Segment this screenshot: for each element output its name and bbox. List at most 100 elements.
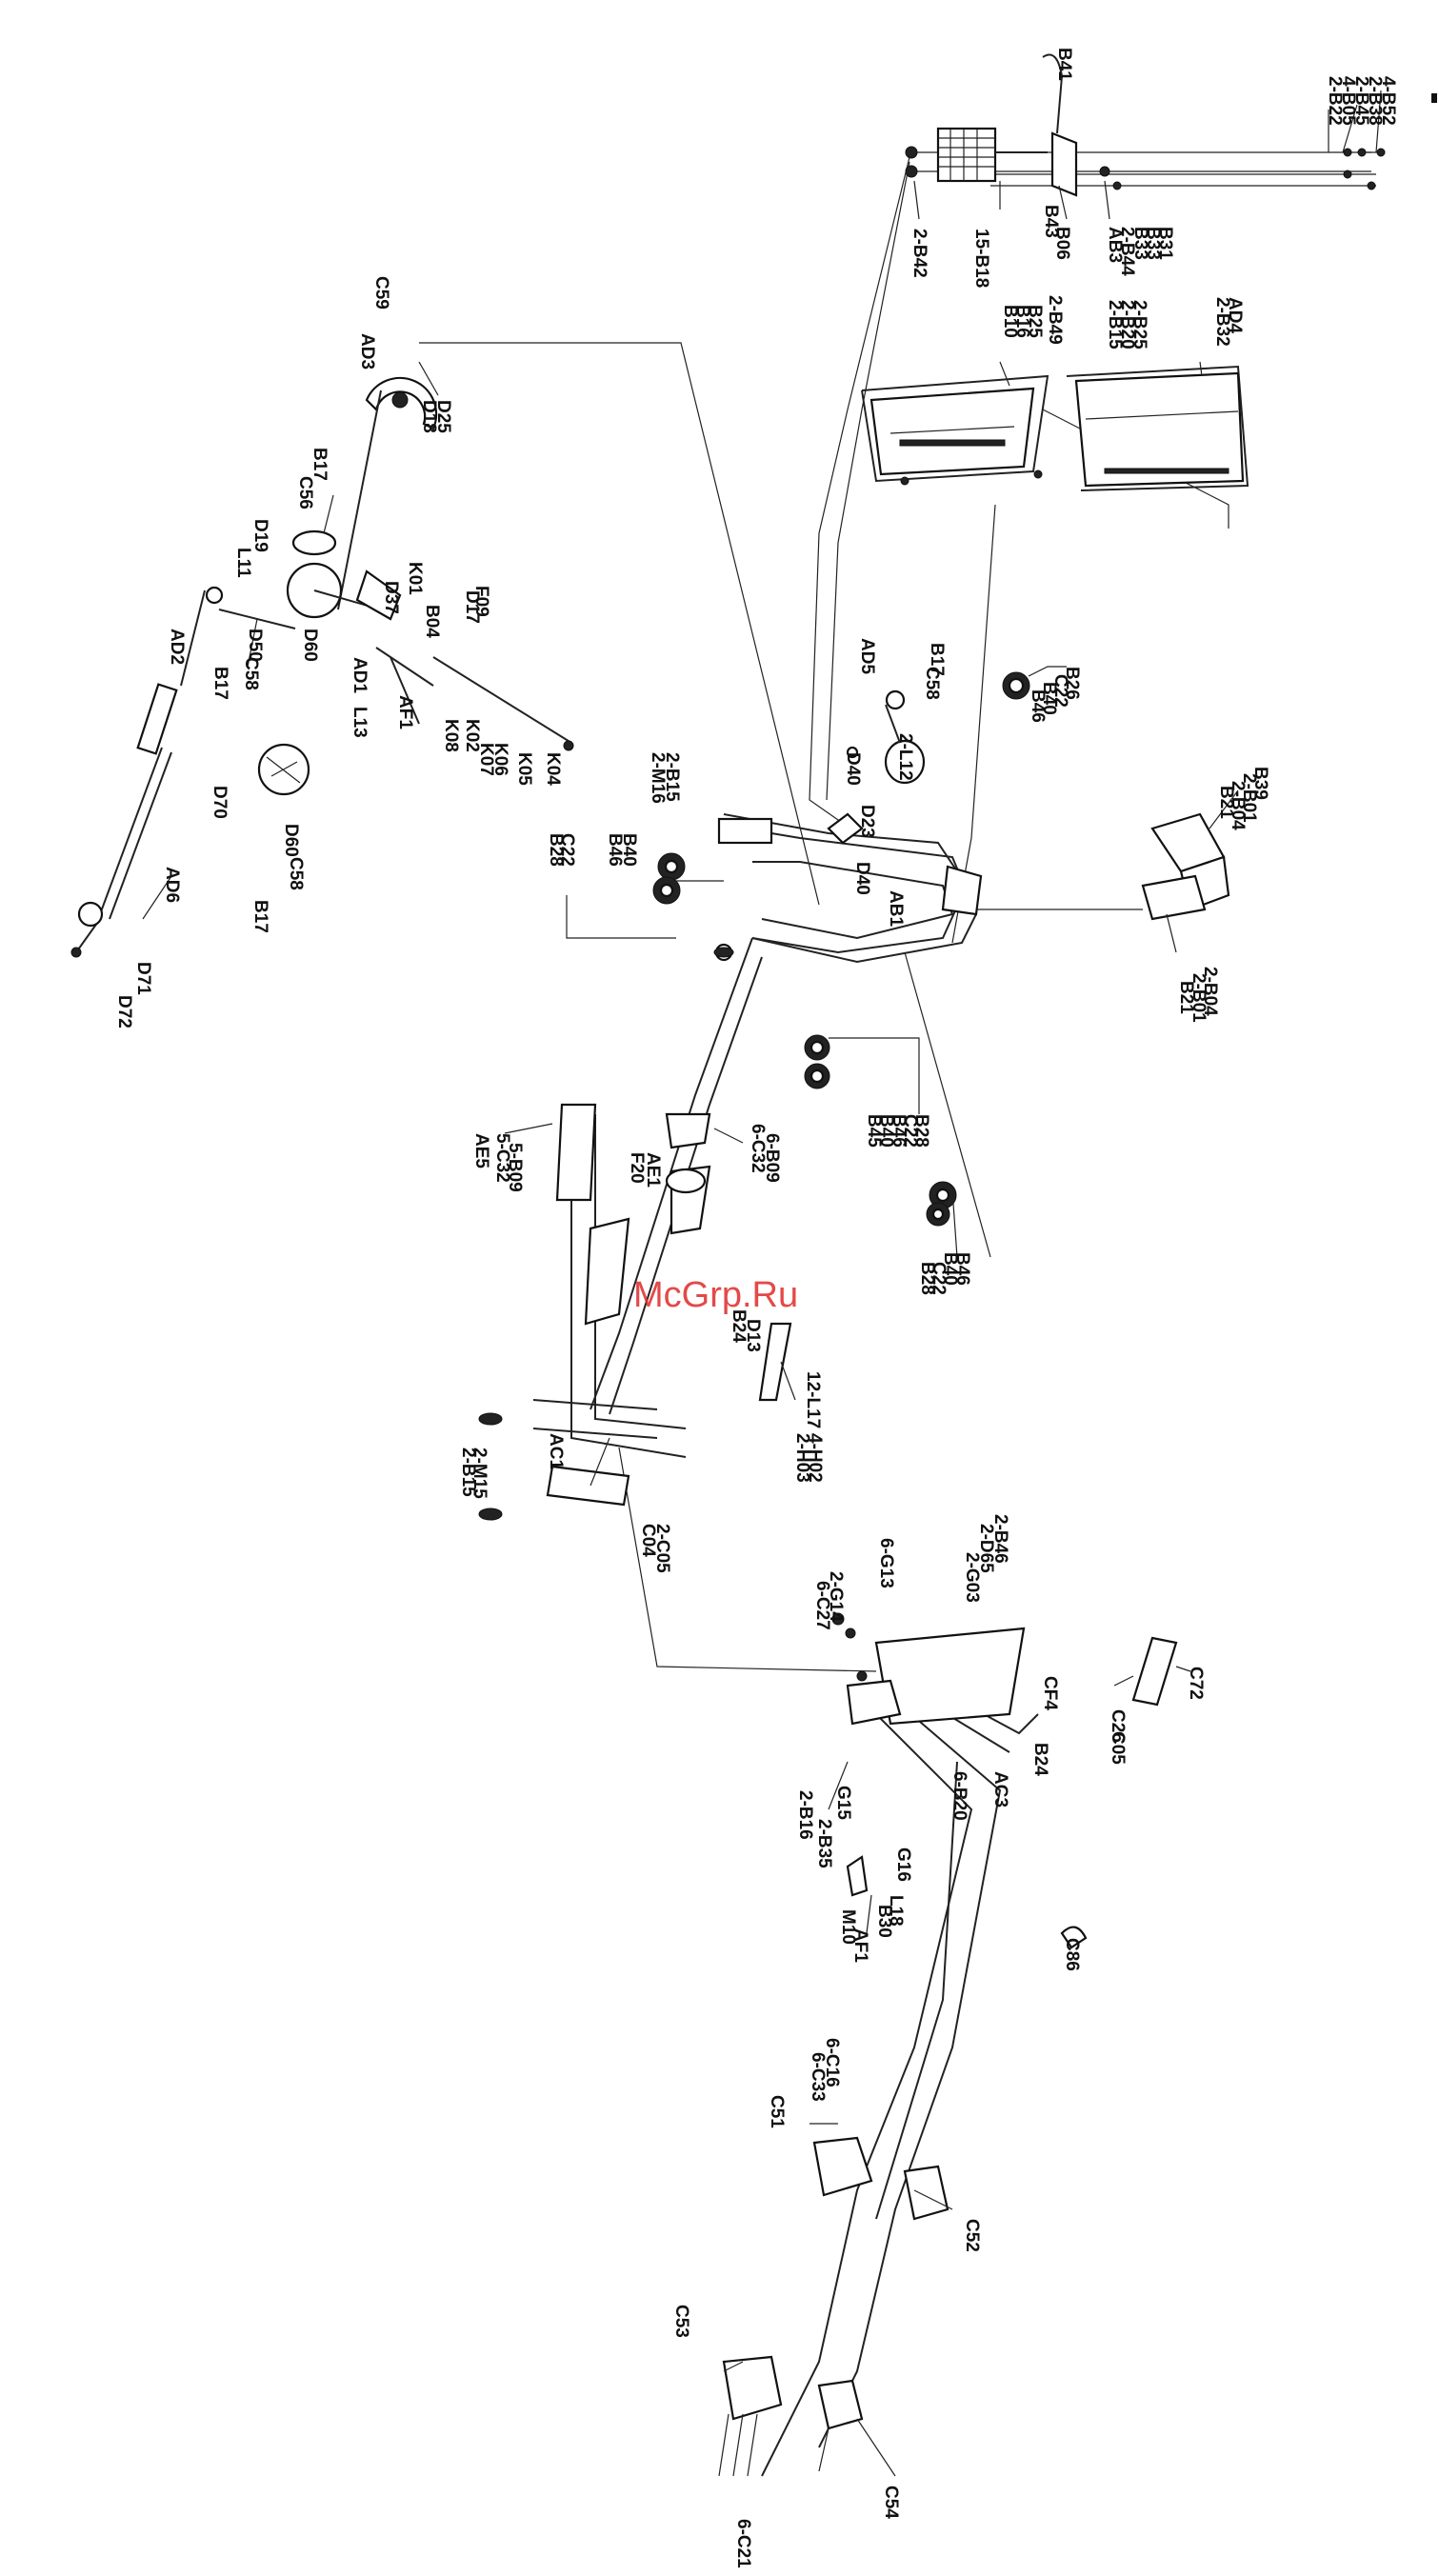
part-label: B26 (1062, 667, 1082, 700)
part-label: B16 (1012, 305, 1032, 338)
part-label: C26 (1108, 1709, 1128, 1743)
part-label: B04 (422, 605, 442, 638)
part-label: B40 (876, 1114, 896, 1148)
part-label: C52 (962, 2219, 982, 2252)
part-label: AE5 (471, 1133, 491, 1168)
part-label: 2-B22 (1325, 76, 1345, 126)
part-label: B17 (310, 448, 330, 481)
frame-lines (419, 151, 1376, 2477)
part-label: B43 (1041, 205, 1061, 238)
part-label: 2-B46 (990, 1514, 1010, 1564)
part-label: AC3 (990, 1771, 1010, 1807)
part-label: 2-B15 (662, 752, 682, 802)
part-label: 2-B45 (1351, 76, 1371, 126)
part-label: 6-G13 (876, 1538, 896, 1588)
part-label: G15 (833, 1786, 853, 1820)
part-label: B31 (1155, 227, 1175, 260)
part-label: 2-B35 (814, 1819, 834, 1868)
part-label: CF4 (1040, 1676, 1060, 1710)
part-label: B46 (889, 1114, 909, 1148)
part-label: AC1 (546, 1433, 566, 1469)
part-label: B24 (729, 1309, 749, 1343)
part-label: 2-B49 (1045, 295, 1065, 345)
part-label: 2-C05 (652, 1524, 672, 1573)
part-label: 2-M16 (648, 752, 668, 804)
part-label: L13 (350, 707, 370, 738)
part-label: B46 (952, 1252, 972, 1286)
part-label: C51 (767, 2095, 787, 2128)
part-label: 2-M15 (470, 1448, 490, 1499)
part-label: 2-B44 (1117, 227, 1137, 276)
part-label: D60 (300, 629, 320, 662)
part-label: B30 (874, 1905, 894, 1938)
part-label: 2-H03 (792, 1433, 812, 1483)
part-label: B28 (917, 1262, 937, 1295)
part-label: 2-G03 (962, 1552, 982, 1603)
part-label: 2-B15 (458, 1448, 478, 1497)
part-label: 6-C21 (733, 2519, 753, 2568)
part-label: D13 (743, 1319, 763, 1352)
part-label: B21 (1176, 981, 1196, 1014)
part-label: C58 (922, 667, 942, 700)
part-label: B40 (1039, 682, 1059, 715)
part-label: C72 (1186, 1667, 1206, 1700)
part-label: 2-G14 (826, 1571, 846, 1622)
part-label: C56 (295, 476, 315, 509)
part-label: 2-D65 (976, 1524, 996, 1573)
part-label: 2-B01 (1239, 773, 1259, 823)
part-label: C58 (241, 657, 261, 690)
part-label: C53 (671, 2305, 691, 2338)
part-label: 2-B04 (1200, 967, 1220, 1016)
part-label: B17 (250, 900, 270, 933)
part-label: B33 (1143, 227, 1163, 260)
part-label: 4-H02 (805, 1433, 825, 1483)
part-label: AB3 (1105, 227, 1125, 263)
part-label: B41 (1054, 48, 1074, 81)
part-label: 2-B38 (1365, 76, 1385, 126)
part-label: F09 (471, 586, 491, 617)
part-label: 15-B18 (971, 229, 991, 288)
part-label: K05 (514, 752, 534, 786)
part-label: B24 (1030, 1743, 1050, 1776)
press-arm-assembly (717, 671, 1030, 954)
lower-assembly (718, 1612, 1178, 2477)
part-label: K04 (543, 752, 563, 786)
part-label: D18 (419, 400, 439, 433)
part-label: C22 (900, 1114, 920, 1148)
part-label: 2-B15 (1105, 300, 1125, 349)
part-label: 5-C32 (492, 1133, 512, 1183)
part-label: C05 (1108, 1731, 1128, 1765)
upper-arm-assembly (70, 376, 574, 958)
part-label: L18 (886, 1895, 906, 1927)
part-label: 6-C27 (812, 1581, 832, 1630)
part-label: B40 (619, 833, 639, 867)
part-label: B28 (911, 1114, 931, 1148)
part-label: C59 (371, 276, 391, 310)
part-label: AD5 (857, 638, 877, 674)
part-label: D50 (245, 629, 265, 662)
part-label: C58 (286, 857, 306, 890)
pulley-groups (652, 852, 957, 1227)
part-label: 2-B32 (1212, 297, 1232, 347)
part-label: K06 (490, 743, 510, 776)
part-label: B46 (605, 833, 625, 867)
seat-assembly (478, 947, 792, 1521)
part-label: AD1 (350, 657, 370, 693)
part-label: B39 (1250, 767, 1270, 800)
part-label: C22 (929, 1262, 949, 1295)
part-label: 6-B20 (949, 1771, 969, 1821)
leader-lines (142, 90, 1382, 2477)
part-label: AF1 (850, 1928, 870, 1963)
part-label: K07 (476, 743, 496, 776)
part-label: 6-C33 (808, 2052, 828, 2102)
part-label: AE1 (643, 1152, 663, 1188)
part-label: B28 (546, 833, 566, 867)
part-label: 6-C16 (822, 2038, 842, 2087)
part-label: D71 (133, 962, 153, 995)
part-label: B06 (1052, 227, 1072, 260)
part-label: 4-B52 (1378, 76, 1398, 126)
part-label: 5-B09 (505, 1143, 525, 1192)
part-label: K01 (405, 562, 425, 595)
part-label: AD6 (162, 867, 182, 903)
